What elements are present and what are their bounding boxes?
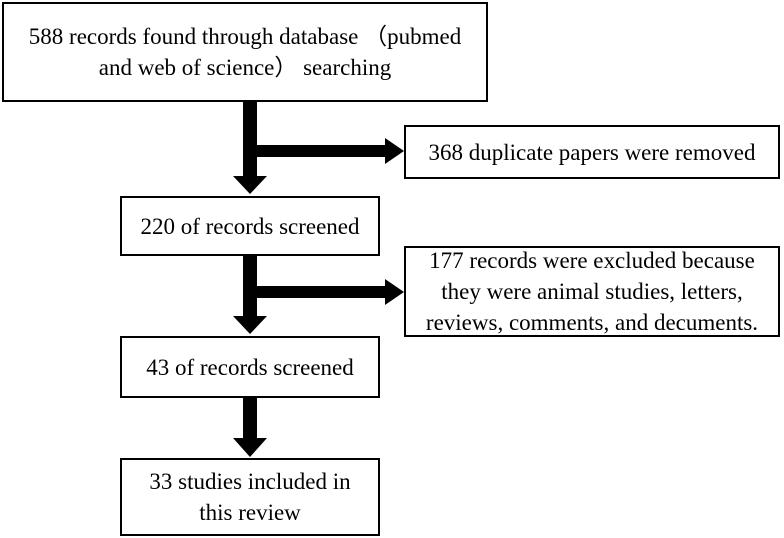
- screened-2-line-1: 43 of records screened: [146, 354, 354, 380]
- identification-line-1: 588 records found through database （pubm…: [28, 24, 462, 49]
- right-arrow-shaft-2: [257, 286, 387, 298]
- down-arrow-shaft-3: [243, 398, 257, 438]
- down-arrow-head-2: [233, 316, 267, 334]
- included-box: 33 studies included in this review: [120, 458, 380, 536]
- right-arrow-shaft-1: [257, 145, 387, 157]
- excluded-line-1: 177 records were excluded because: [429, 248, 755, 273]
- right-arrow-head-1: [385, 138, 404, 164]
- included-line-1: 33 studies included in: [149, 469, 351, 494]
- right-arrow-head-2: [385, 279, 404, 305]
- excluded-line-3: reviews, comments, and decuments.: [425, 310, 759, 335]
- included-line-2: this review: [199, 500, 301, 525]
- excluded-box: 177 records were excluded because they w…: [404, 246, 780, 337]
- down-arrow-head-3: [233, 438, 267, 457]
- identification-line-2: and web of science） searching: [98, 55, 392, 80]
- screened-box-2: 43 of records screened: [120, 336, 380, 398]
- screened-1-line-1: 220 of records screened: [140, 213, 360, 239]
- down-arrow-head-1: [233, 176, 267, 194]
- screened-box-1: 220 of records screened: [120, 196, 380, 256]
- down-arrow-shaft-2: [243, 256, 257, 316]
- duplicates-line-1: 368 duplicate papers were removed: [428, 139, 756, 165]
- excluded-line-2: they were animal studies, letters,: [441, 279, 743, 304]
- identification-box: 588 records found through database （pubm…: [2, 2, 488, 102]
- duplicates-box: 368 duplicate papers were removed: [404, 125, 780, 179]
- down-arrow-shaft-1: [243, 102, 257, 176]
